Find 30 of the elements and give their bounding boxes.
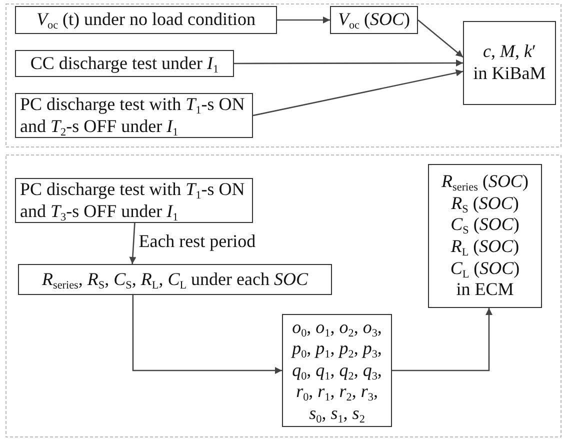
node-text: C$_{L}$ (SOC) (450, 258, 520, 280)
process-box (428, 164, 542, 308)
node-text: o$_{0}$, o$_{1}$, o$_{2}$, o$_{3}$, p$_{0}$, p$_{1}$, p$_{2}$, p$_{3}$, q$_{0}$, q$_{1}$, q$_{2}$, q$_{3}$, r$_{0}$, r$_{1}$, r$_{2}$, r$_{3}$, s$_{0}$, s$_{1}$, s$_{2}$ (290, 316, 383, 424)
arrow (132, 295, 282, 374)
node-text: C$_{S}$ (SOC) (450, 214, 520, 236)
node-text: CC discharge test under I$_{1}$ (30, 52, 219, 74)
arrow (418, 20, 464, 58)
arrow (277, 16, 330, 24)
node-text: PC discharge test with T$_{1}$-s ON and T$_{3}$-s OFF under I$_{1}$ (20, 178, 246, 222)
process-box (463, 21, 556, 105)
process-box (18, 264, 332, 295)
node-text: in KiBaM (473, 63, 546, 85)
process-box (282, 314, 392, 427)
arrow (129, 222, 136, 264)
node-text: c, M, k′ (483, 41, 536, 63)
node-text: R$_{series}$ (SOC) (442, 171, 528, 193)
node-text: R$_{L}$ (SOC) (450, 236, 520, 258)
process-box (15, 50, 234, 77)
node-text: V$_{oc}$ (SOC) (338, 9, 410, 31)
process-box (15, 6, 277, 34)
node-text: PC discharge test with T$_{1}$-s ON and T$_{2}$-s OFF under I$_{1}$ (20, 94, 246, 138)
node-text: R$_{S}$ (SOC) (451, 192, 519, 214)
node-text: V$_{oc}$ (t) under no load condition (36, 9, 256, 31)
node-text: in ECM (456, 279, 514, 301)
process-box (330, 6, 418, 34)
edge-label: Each rest period (136, 232, 258, 252)
node-text: R$_{series}$, R$_{S}$, C$_{S}$, R$_{L}$, C$_{L}$ under each SOC (42, 268, 308, 290)
arrow (252, 69, 464, 116)
arrow (234, 60, 463, 67)
arrow (392, 308, 492, 372)
